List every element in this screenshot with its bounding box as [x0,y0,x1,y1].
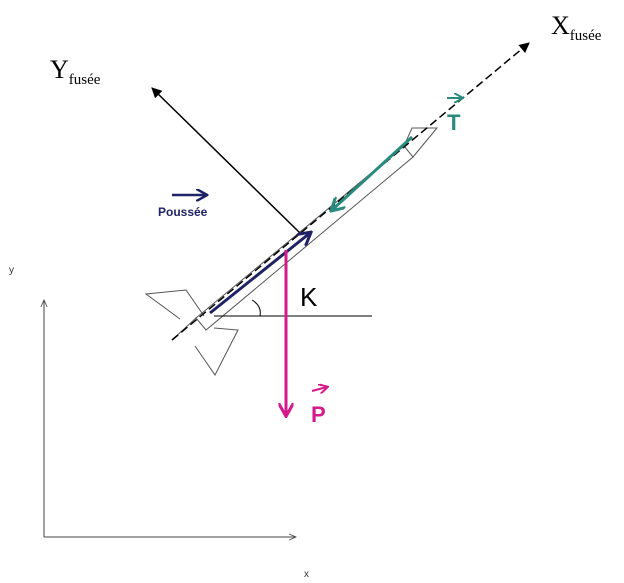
ground-y-label: y [9,265,14,276]
thrust-vector [209,233,310,315]
rocket-y-label: Yfusée [50,55,101,88]
rocket [144,127,439,376]
ground-axes: y x [9,265,309,580]
rocket-fin-upper [144,289,205,320]
weight-label-group: P [311,387,327,427]
weight-label: P [311,402,326,427]
thrust-label: Poussée [158,205,208,219]
drag-vector [332,135,414,210]
rocket-y-subscript: fusée [69,72,101,88]
drag-label-group: T [447,98,462,135]
ground-x-label: x [304,569,309,580]
rocket-nose [403,127,439,158]
rocket-y-letter: Y [50,55,69,84]
rocket-x-letter: X [551,11,570,40]
rocket-fin-lower [194,327,239,376]
weight-label-arrow [311,387,327,391]
angle-arc [251,299,261,317]
drag-label: T [447,110,461,135]
rocket-x-subscript: fusée [570,28,602,44]
rocket-y-axis [151,87,301,234]
angle-label: K [300,282,318,312]
rocket-x-label: Xfusée [551,11,602,44]
thrust-legend: Poussée [158,195,208,219]
